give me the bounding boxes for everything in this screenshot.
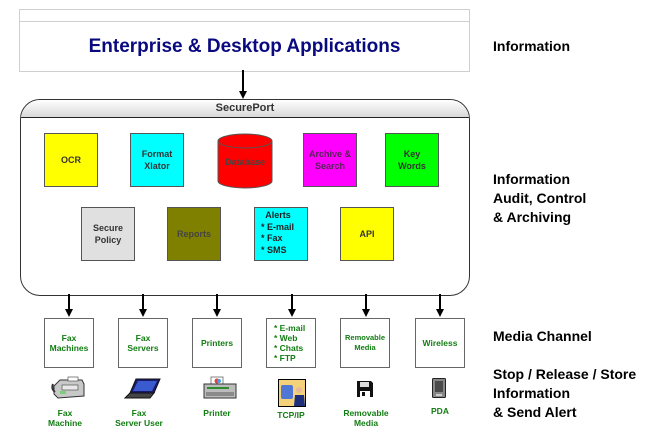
alert-item: * E-mail xyxy=(261,221,295,232)
channel-label: Wireless xyxy=(422,338,458,348)
module-archive-search: Archive & Search xyxy=(303,133,357,187)
arrow-to-removable-media xyxy=(365,294,367,310)
channel-printers: Printers xyxy=(192,318,242,368)
module-label: OCR xyxy=(61,155,81,165)
device-label-tcpip: TCP/IP xyxy=(277,410,305,420)
module-label: Alerts xyxy=(265,210,291,220)
module-label: Reports xyxy=(176,229,211,239)
arrow-app-to-secureport xyxy=(242,70,244,92)
device-label-removable-media: Removable Media xyxy=(343,408,389,428)
device-label-printer: Printer xyxy=(203,408,231,418)
channel-internet: * E-mail * Web * Chats * FTP xyxy=(266,318,316,368)
laptop-icon xyxy=(124,378,161,399)
module-label: Database xyxy=(224,157,266,167)
arrow-to-fax-servers xyxy=(142,294,144,310)
module-label: Archive & Search xyxy=(308,149,352,171)
fax-machine-icon xyxy=(51,376,85,399)
label-audit-control-archiving: Information Audit, Control & Archiving xyxy=(493,171,587,225)
pda-icon xyxy=(432,378,446,398)
arrow-to-printers xyxy=(216,294,218,310)
module-label: Secure Policy xyxy=(92,223,124,245)
enterprise-applications-box: Enterprise & Desktop Applications xyxy=(19,9,470,72)
alert-item: * SMS xyxy=(261,244,287,255)
module-secure-policy: Secure Policy xyxy=(81,207,135,261)
channel-label: Removable Media xyxy=(344,333,386,352)
app-box-header-strip xyxy=(20,10,469,22)
module-ocr: OCR xyxy=(44,133,98,187)
arrow-head xyxy=(65,309,73,317)
channel-label: * E-mail * Web * Chats * FTP xyxy=(274,323,306,363)
alert-item: * Fax xyxy=(261,233,283,243)
module-api: API xyxy=(340,207,394,261)
module-format-xlator: Format Xlator xyxy=(130,133,184,187)
app-title: Enterprise & Desktop Applications xyxy=(88,36,401,57)
device-label-fax-server-user: Fax Server User xyxy=(115,408,163,428)
arrow-to-wireless xyxy=(439,294,441,310)
module-key-words: Key Words xyxy=(385,133,439,187)
arrow-head xyxy=(239,91,247,99)
secureport-title: SecurePort xyxy=(21,100,469,118)
module-label: API xyxy=(359,229,375,239)
device-label-pda: PDA xyxy=(431,406,449,416)
label-stop-release-store: Stop / Release / Store Information & Sen… xyxy=(493,366,637,420)
channel-removable-media: Removable Media xyxy=(340,318,390,368)
arrow-head xyxy=(436,309,444,317)
device-label-fax-machine: Fax Machine xyxy=(47,408,82,428)
network-user-icon xyxy=(278,379,306,407)
arrow-head xyxy=(213,309,221,317)
module-database: Database xyxy=(217,133,273,189)
printer-icon xyxy=(203,376,237,399)
database-cylinder-icon xyxy=(217,133,273,189)
label-information: Information xyxy=(493,38,570,54)
module-label: Key Words xyxy=(398,149,426,171)
arrow-to-fax-machines xyxy=(68,294,70,310)
arrow-head xyxy=(288,309,296,317)
channel-wireless: Wireless xyxy=(415,318,465,368)
channel-label: Fax Servers xyxy=(127,333,159,353)
secureport-container: SecurePort xyxy=(20,99,470,296)
arrow-head xyxy=(362,309,370,317)
label-media-channel: Media Channel xyxy=(493,328,592,344)
arrow-head xyxy=(139,309,147,317)
floppy-disk-icon xyxy=(357,381,373,397)
channel-fax-servers: Fax Servers xyxy=(118,318,168,368)
module-label: Format Xlator xyxy=(141,149,173,171)
channel-fax-machines: Fax Machines xyxy=(44,318,94,368)
channel-label: Fax Machines xyxy=(49,333,89,353)
channel-label: Printers xyxy=(200,338,234,348)
arrow-to-internet xyxy=(291,294,293,310)
module-alerts: Alerts * E-mail * Fax * SMS xyxy=(254,207,308,261)
module-reports: Reports xyxy=(167,207,221,261)
